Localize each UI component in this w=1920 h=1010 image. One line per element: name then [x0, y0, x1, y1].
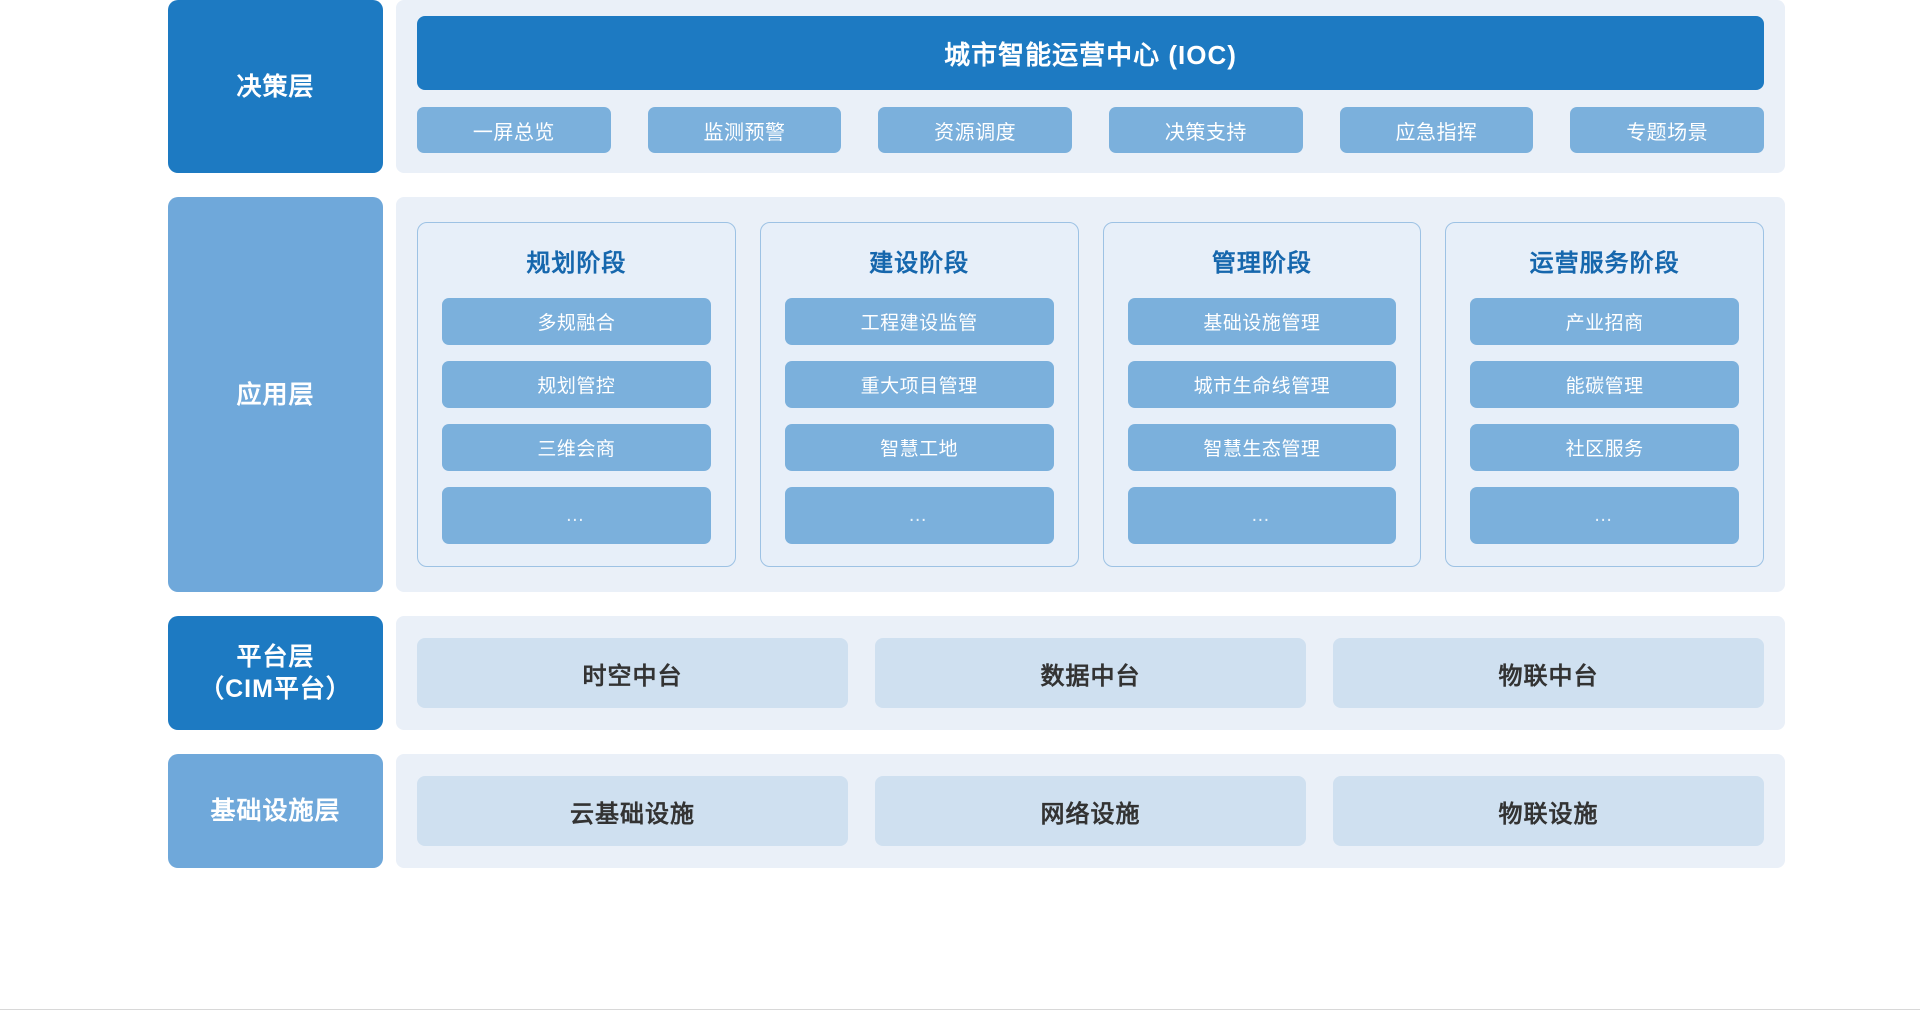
stage-title: 管理阶段 [1211, 250, 1312, 277]
layer-body-application: 规划阶段 多规融合 规划管控 三维会商 … 建设阶段 工程建设监管 重大项目管理… [396, 197, 1785, 592]
stage-item[interactable]: 智慧生态管理 [1127, 424, 1397, 471]
infrastructure-box[interactable]: 云基础设施 [417, 776, 848, 846]
stage-card-planning: 规划阶段 多规融合 规划管控 三维会商 … [417, 222, 736, 567]
layer-label-infrastructure: 基础设施层 [168, 754, 383, 868]
stage-item-list: 产业招商 能碳管理 社区服务 … [1470, 298, 1739, 544]
stage-item[interactable]: 产业招商 [1470, 298, 1739, 345]
stage-item[interactable]: 规划管控 [442, 361, 711, 408]
stage-item[interactable]: 基础设施管理 [1127, 298, 1397, 345]
stage-item-list: 工程建设监管 重大项目管理 智慧工地 … [784, 298, 1054, 544]
layer-row-decision: 决策层 城市智能运营中心 (IOC) 一屏总览 监测预警 资源调度 决策支持 应… [168, 0, 1785, 173]
infrastructure-box[interactable]: 网络设施 [875, 776, 1306, 846]
stage-card-construction: 建设阶段 工程建设监管 重大项目管理 智慧工地 … [759, 222, 1079, 567]
stage-item[interactable]: 能碳管理 [1470, 361, 1739, 408]
stage-item[interactable]: 三维会商 [442, 424, 711, 471]
ioc-header-bar[interactable]: 城市智能运营中心 (IOC) [417, 16, 1764, 90]
decision-chip-row: 一屏总览 监测预警 资源调度 决策支持 应急指挥 专题场景 [417, 107, 1765, 153]
layer-row-platform: 平台层 （CIM平台） 时空中台 数据中台 物联中台 [168, 616, 1785, 730]
stage-title: 运营服务阶段 [1529, 250, 1680, 277]
decision-chip[interactable]: 资源调度 [878, 107, 1073, 153]
layer-body-decision: 城市智能运营中心 (IOC) 一屏总览 监测预警 资源调度 决策支持 应急指挥 … [396, 0, 1785, 173]
platform-box[interactable]: 时空中台 [417, 638, 848, 708]
smart-city-architecture-diagram: 决策层 城市智能运营中心 (IOC) 一屏总览 监测预警 资源调度 决策支持 应… [168, 0, 1785, 868]
stage-item-more[interactable]: … [784, 487, 1054, 544]
layer-row-infrastructure: 基础设施层 云基础设施 网络设施 物联设施 [168, 754, 1785, 868]
decision-chip[interactable]: 监测预警 [647, 107, 842, 153]
layer-label-application: 应用层 [168, 197, 383, 592]
layer-label-platform-line2: （CIM平台） [199, 675, 352, 703]
layer-label-platform: 平台层 （CIM平台） [168, 616, 383, 730]
stage-item[interactable]: 城市生命线管理 [1127, 361, 1397, 408]
platform-box[interactable]: 物联中台 [1333, 638, 1764, 708]
infrastructure-box[interactable]: 物联设施 [1333, 776, 1764, 846]
layer-body-infrastructure: 云基础设施 网络设施 物联设施 [396, 754, 1785, 868]
stage-item-more[interactable]: … [1470, 487, 1739, 544]
stage-item-list: 基础设施管理 城市生命线管理 智慧生态管理 … [1127, 298, 1397, 544]
stage-item-more[interactable]: … [1127, 487, 1397, 544]
decision-chip[interactable]: 决策支持 [1109, 107, 1303, 153]
stage-item[interactable]: 工程建设监管 [784, 298, 1054, 345]
decision-chip[interactable]: 专题场景 [1570, 107, 1765, 153]
stage-card-operation-service: 运营服务阶段 产业招商 能碳管理 社区服务 … [1445, 222, 1764, 567]
stage-item[interactable]: 重大项目管理 [784, 361, 1054, 408]
platform-box[interactable]: 数据中台 [875, 638, 1306, 708]
stage-item-more[interactable]: … [442, 487, 711, 544]
stage-item[interactable]: 智慧工地 [784, 424, 1054, 471]
stage-title: 规划阶段 [526, 250, 627, 277]
layer-label-decision: 决策层 [168, 0, 383, 173]
layer-row-application: 应用层 规划阶段 多规融合 规划管控 三维会商 … 建设阶段 工程建设监管 重 [168, 197, 1785, 592]
decision-chip[interactable]: 应急指挥 [1339, 107, 1534, 153]
decision-chip[interactable]: 一屏总览 [417, 107, 611, 153]
stage-title: 建设阶段 [869, 250, 970, 277]
layer-body-platform: 时空中台 数据中台 物联中台 [396, 616, 1785, 730]
layer-label-platform-line1: 平台层 [236, 643, 315, 671]
stage-item-list: 多规融合 规划管控 三维会商 … [442, 298, 711, 544]
stage-item[interactable]: 多规融合 [442, 298, 711, 345]
stage-card-management: 管理阶段 基础设施管理 城市生命线管理 智慧生态管理 … [1102, 222, 1422, 567]
stage-item[interactable]: 社区服务 [1470, 424, 1739, 471]
